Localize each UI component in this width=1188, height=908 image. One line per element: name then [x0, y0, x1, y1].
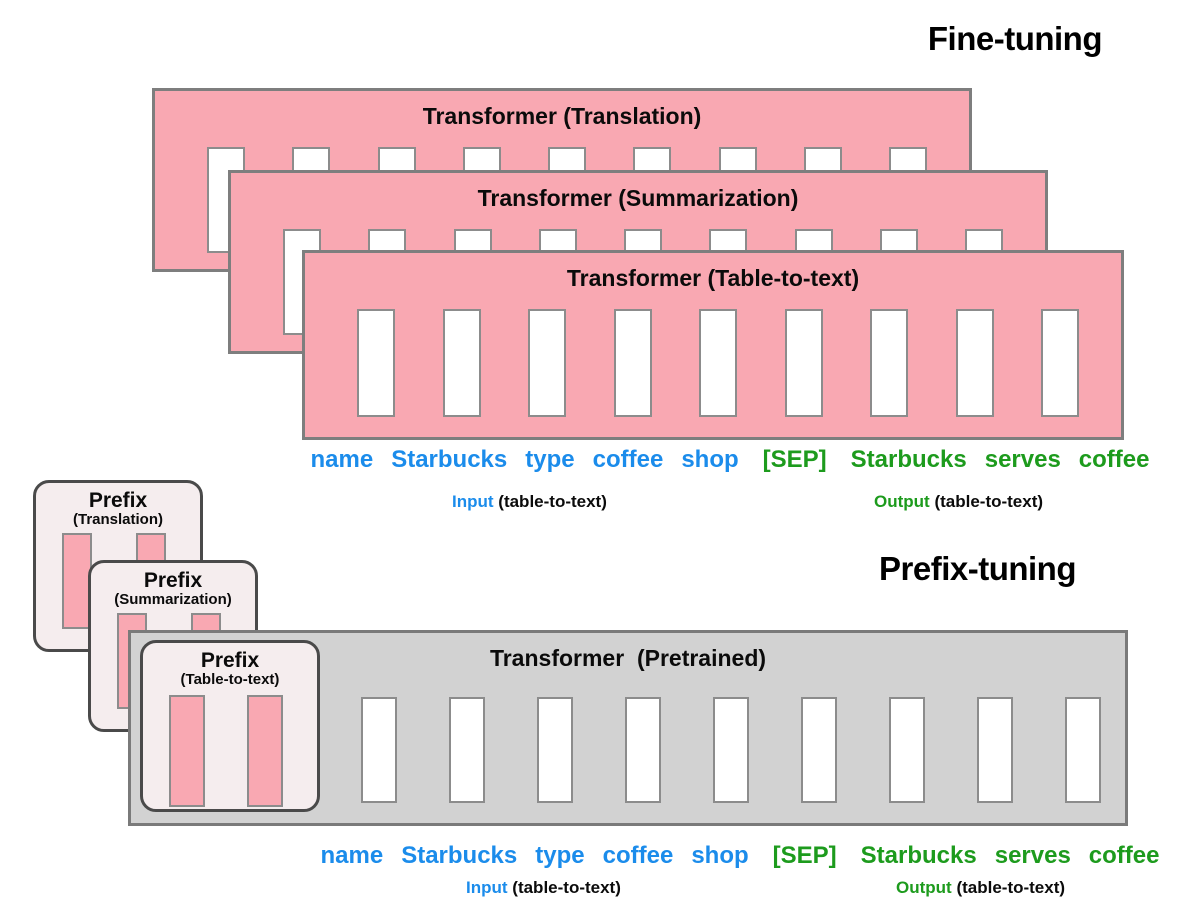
prefix-card-title: Prefix: [88, 489, 148, 512]
prefix-bar-row: [169, 695, 283, 807]
input-token: Starbucks: [391, 446, 508, 473]
output-token: coffee: [1088, 842, 1160, 869]
input-token: type: [525, 446, 575, 473]
prefix-card-title: Prefix: [200, 649, 260, 672]
activation-slot: [357, 309, 395, 417]
input-caption-word: Input: [466, 878, 508, 897]
transformer-box-label: Transformer (Translation): [422, 103, 702, 129]
fine-tuning-title: Fine-tuning: [927, 20, 1103, 57]
input-token: type: [535, 842, 585, 869]
activation-slot: [1041, 309, 1079, 417]
activation-slot: [870, 309, 908, 417]
sep-token: [SEP]: [762, 446, 827, 473]
activation-slot: [442, 309, 481, 417]
activation-slot: [613, 309, 652, 417]
activation-slot: [625, 697, 661, 803]
output-token: coffee: [1078, 446, 1150, 473]
activation-slot: [699, 309, 737, 417]
activation-slot: [801, 697, 837, 803]
prefix-card-task: (Table-to-text): [180, 671, 280, 689]
prefix-vector-bar: [169, 695, 205, 807]
input-caption-rest: (table-to-text): [512, 878, 621, 897]
fine-tuning-input-caption: Input (table-to-text): [452, 492, 607, 512]
prefix-tuning-token-row: name Starbucks type coffee shop [SEP] Starbuck…: [300, 842, 1180, 870]
sep-token: [SEP]: [772, 842, 837, 869]
prefix-tuning-input-caption: Input (table-to-text): [466, 878, 621, 898]
activation-slot: [361, 697, 397, 803]
pretrained-transformer-label: Transformer (Pretrained): [489, 645, 767, 671]
prefix-card-task: (Translation): [72, 511, 163, 529]
output-token: serves: [984, 446, 1061, 473]
input-token: Starbucks: [401, 842, 518, 869]
activation-slot: [528, 309, 566, 417]
prefix-vector-bar: [62, 533, 92, 629]
activation-slot: [537, 697, 573, 803]
input-token: name: [320, 842, 384, 869]
activation-slot: [713, 697, 749, 803]
prefix-tuning-title: Prefix-tuning: [879, 550, 1077, 587]
prefix-vector-bar: [247, 695, 283, 807]
input-token: shop: [681, 446, 739, 473]
input-token: coffee: [592, 446, 664, 473]
activation-slot: [1065, 697, 1101, 803]
output-caption-rest: (table-to-text): [956, 878, 1066, 897]
input-token: shop: [691, 842, 749, 869]
activation-slot: [955, 309, 994, 417]
output-caption-word: Output: [874, 492, 930, 511]
activation-slot-row: [357, 309, 1079, 417]
activation-slot: [784, 309, 823, 417]
activation-slot-row: [361, 697, 1101, 803]
input-token: name: [310, 446, 374, 473]
fine-tuning-token-row: name Starbucks type coffee shop [SEP] Starbuck…: [290, 446, 1170, 474]
output-token: Starbucks: [850, 446, 967, 473]
input-caption-word: Input: [452, 492, 494, 511]
output-token: serves: [994, 842, 1071, 869]
output-token: Starbucks: [860, 842, 977, 869]
input-caption-rest: (table-to-text): [498, 492, 607, 511]
prefix-card-task: (Summarization): [114, 591, 232, 609]
prefix-card-title: Prefix: [143, 569, 203, 592]
fine-tuning-output-caption: Output (table-to-text): [874, 492, 1043, 512]
activation-slot: [449, 697, 485, 803]
prefix-tuning-output-caption: Output (table-to-text): [896, 878, 1065, 898]
output-caption-rest: (table-to-text): [934, 492, 1044, 511]
activation-slot: [889, 697, 925, 803]
transformer-box-label: Transformer (Table-to-text): [566, 265, 860, 291]
input-token: coffee: [602, 842, 674, 869]
transformer-box-label: Transformer (Summarization): [477, 185, 799, 211]
output-caption-word: Output: [896, 878, 952, 897]
activation-slot: [977, 697, 1013, 803]
transformer-box-table-to-text: Transformer (Table-to-text): [302, 250, 1124, 440]
prefix-card-table-to-text: Prefix (Table-to-text): [140, 640, 320, 812]
